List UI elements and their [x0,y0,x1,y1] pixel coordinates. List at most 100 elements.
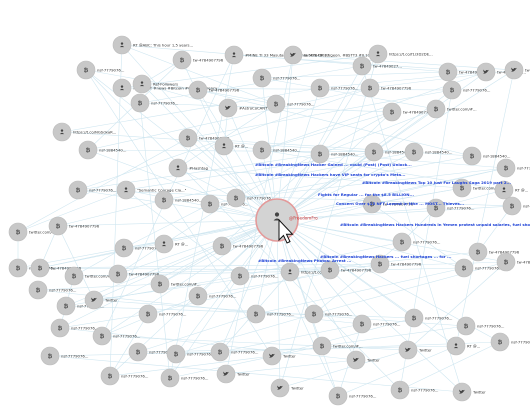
node-circle[interactable] [370,254,390,274]
node-circle[interactable] [64,266,84,286]
graph-node[interactable]: ₿tw-4784907796 [172,50,224,70]
graph-node[interactable]: ₿nsf-1884540... [252,140,300,160]
graph-node[interactable]: ₿twitter.com/#... [150,274,201,294]
graph-node[interactable]: Twitter [398,340,432,360]
node-circle[interactable] [496,158,516,178]
graph-node[interactable]: ₿nsf-7779076... [404,308,452,328]
highlighted-label[interactable]: #Bitcoin #BreakingNews Hackers ... fuel … [320,254,452,259]
graph-node[interactable]: Twitter [346,350,380,370]
graph-node[interactable]: ₿nsf-7779076... [100,366,148,386]
graph-node[interactable]: ₿nsf-7779076... [230,266,278,286]
graph-node[interactable]: ₿nsf-7779076... [252,68,300,88]
node-circle[interactable] [390,380,410,400]
node-circle[interactable] [172,50,192,70]
node-circle[interactable] [108,264,128,284]
node-circle[interactable] [114,238,134,258]
highlighted-label[interactable]: Fights for Regular ... for the $8.5 BILL… [318,192,414,197]
graph-node[interactable]: ₿tw-47849027... [352,56,402,76]
node-circle[interactable] [30,258,50,278]
graph-node[interactable]: https://t.co/... [280,262,327,282]
node-circle[interactable] [328,386,348,406]
node-circle[interactable] [280,262,300,282]
highlighted-label[interactable]: #Bitcoin #BreakingNews Hackers have VIP … [255,172,406,177]
node-circle[interactable] [154,234,174,254]
node-circle[interactable] [154,190,174,210]
node-circle[interactable] [132,74,152,94]
node-circle[interactable] [100,366,120,386]
graph-node[interactable]: https://t.co/NGSdxaR... [52,122,116,142]
highlighted-label[interactable]: #Bitcoin #BreakingNews Top 10 Just For L… [362,180,511,185]
graph-node[interactable]: ₿nsf-7779076... [352,314,400,334]
graph-node[interactable]: tw-47849027... [283,45,333,65]
node-circle[interactable] [404,142,424,162]
node-circle[interactable] [312,336,332,356]
graph-node[interactable]: ₿nsf-7779076... [456,316,504,336]
graph-node[interactable]: Ref-Followers [132,74,178,94]
graph-node[interactable]: tw-47849027... [504,60,530,80]
graph-node[interactable]: ₿nsf-7779076... [392,232,440,252]
graph-node[interactable]: ₿tw-4784907796 [468,242,520,262]
node-circle[interactable] [112,78,132,98]
graph-node[interactable]: ₿nsf-7779076... [390,380,438,400]
graph-node[interactable]: Twitter [270,378,304,398]
node-circle[interactable] [454,258,474,278]
node-circle[interactable] [116,180,136,200]
node-circle[interactable] [502,196,522,216]
graph-node[interactable]: ₿nsf-7779076... [130,93,178,113]
node-circle[interactable] [490,332,510,352]
graph-node[interactable]: Twitter [452,382,486,402]
graph-node[interactable]: https://t.co/f1/3D2DE... [368,44,433,64]
node-circle[interactable] [40,346,60,366]
node-circle[interactable] [468,242,488,262]
graph-node[interactable]: ₿nsf-7779076... [114,238,162,258]
graph-node[interactable]: ₿nsf-7779076... [454,258,502,278]
graph-node[interactable]: ₿twitter.com/#... [8,222,59,242]
graph-node[interactable]: ₿nsf-1884540... [310,144,358,164]
node-circle[interactable] [188,80,208,100]
node-circle[interactable] [382,102,402,122]
node-circle[interactable] [160,368,180,388]
graph-node[interactable]: ₿nsf-7779076... [166,344,214,364]
highlighted-label[interactable]: Concern Over $15 NFT Lowest in tthe ... … [336,201,465,206]
node-circle[interactable] [168,158,188,178]
node-circle[interactable] [200,194,220,214]
node-circle[interactable] [404,308,424,328]
graph-node[interactable]: ₿nsf-7779076... [50,318,98,338]
graph-node[interactable]: ₿nsf-7779076... [502,196,530,216]
node-circle[interactable] [246,304,266,324]
node-circle[interactable] [224,45,244,65]
node-circle[interactable] [138,304,158,324]
highlighted-label[interactable]: #Bitcoin #BreakingNews Photos: Arrest ..… [258,258,352,263]
graph-node[interactable]: ₿nsf-1884540... [364,142,412,162]
graph-node[interactable]: ₿tw-4784907796 [48,216,100,236]
node-circle[interactable] [210,342,230,362]
graph-node[interactable]: ₿tw-4784907796 [496,252,530,272]
node-circle[interactable] [128,342,148,362]
node-circle[interactable] [92,326,112,346]
node-circle[interactable] [212,236,232,256]
node-circle[interactable] [214,136,234,156]
graph-node[interactable]: ₿nsf-7779076... [68,180,116,200]
node-circle[interactable] [320,260,340,280]
graph-node[interactable]: ₿tw-4784907796 [212,236,264,256]
graph-node[interactable]: RT @... [154,234,188,254]
node-circle[interactable] [364,142,384,162]
graph-node[interactable]: ₿nsf-7779076... [128,342,176,362]
graph-node[interactable]: Twitter [84,290,118,310]
graph-node[interactable]: "Semantic Courage Cla..." [116,180,187,200]
graph-node[interactable]: ₿nsf-1884540... [404,142,452,162]
graph-node[interactable]: Twitter [262,346,296,366]
node-circle[interactable] [78,140,98,160]
graph-node[interactable]: ₿nsf-1884540... [154,190,202,210]
graph-node[interactable]: RT @ABC: This hour 1,5 years... [112,35,193,55]
node-circle[interactable] [8,222,28,242]
node-circle[interactable] [426,99,446,119]
graph-node[interactable]: ₿nsf-7779076... [76,60,124,80]
node-circle[interactable] [456,316,476,336]
node-circle[interactable] [310,78,330,98]
graph-node[interactable]: ₿nsf-7779076... [210,342,258,362]
graph-node[interactable]: ₿nsf-7779076... [266,94,314,114]
graph-node[interactable]: #MINE TI 33 Masutam #Cardinal 50% OF sur… [224,45,375,65]
graph-node[interactable]: ₿nsf-7779076... [490,332,530,352]
